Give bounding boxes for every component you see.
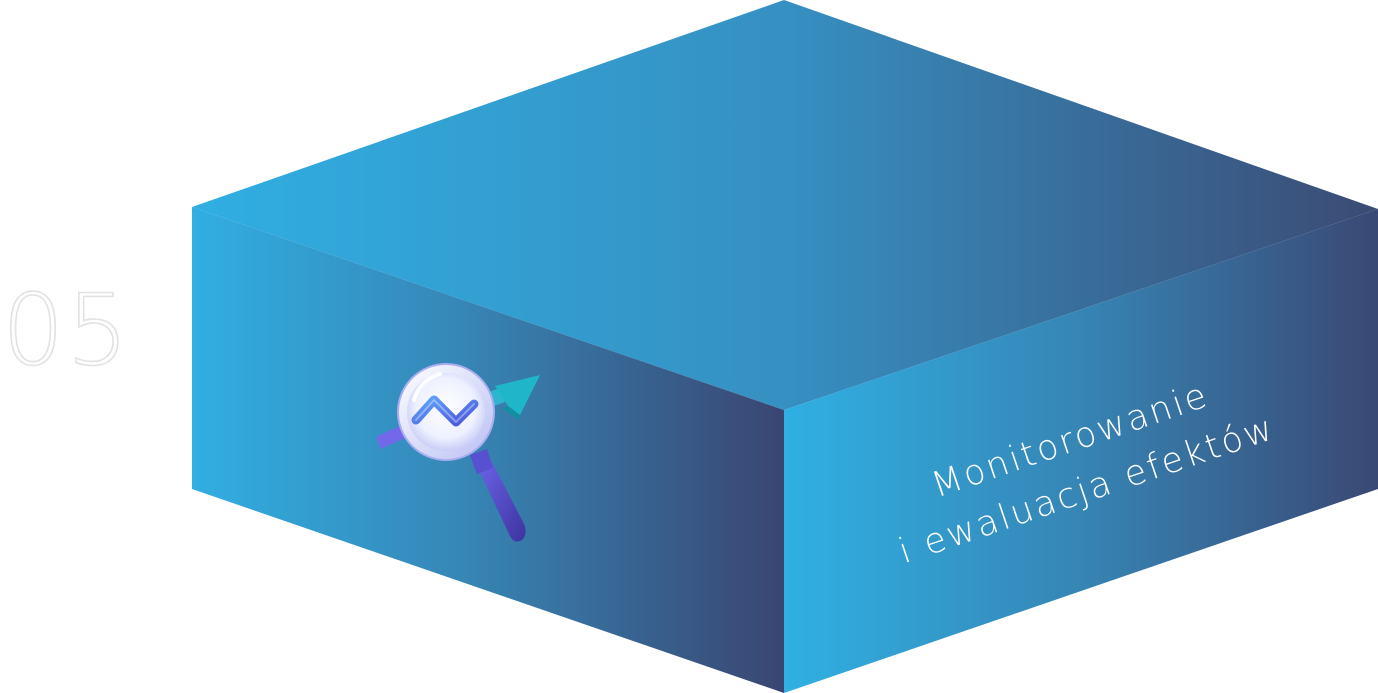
box-left-face: [192, 207, 784, 693]
box-right-face: [784, 209, 1378, 693]
box-top-face: [192, 0, 1378, 410]
magnifier-trend-icon: [376, 363, 540, 542]
step-number: 05: [1, 274, 131, 388]
